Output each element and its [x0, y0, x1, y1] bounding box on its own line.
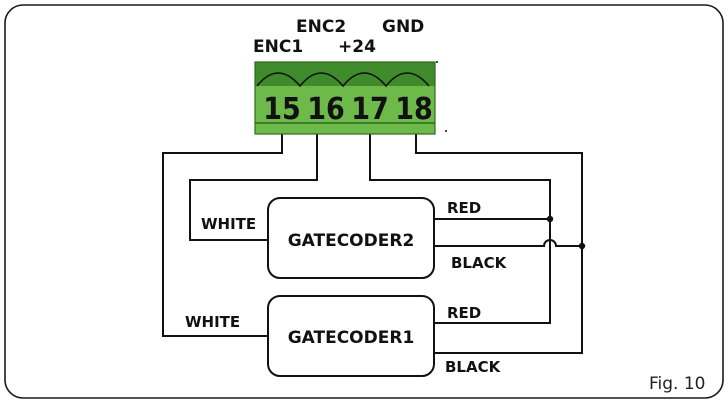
wires — [162, 134, 586, 354]
wire-black-gatecoder2 — [434, 239, 582, 247]
gatecoder2-wire-white-label: WHITE — [201, 215, 256, 233]
terminal-label-enc1: ENC1 — [253, 37, 303, 57]
diagram-frame — [4, 4, 724, 399]
wire-plus24-bus — [369, 134, 551, 324]
terminal-block-outline — [254, 61, 436, 135]
gatecoder1-wire-red-label: RED — [447, 304, 481, 322]
gatecoder2-wire-red-label: RED — [447, 199, 481, 217]
wire-enc1-white-gatecoder1 — [162, 134, 283, 337]
gatecoder2-box — [267, 197, 435, 279]
terminal-pin-16: 16 — [307, 92, 345, 127]
terminal-mark-bottom — [445, 130, 447, 132]
terminal-screw-arches — [256, 72, 430, 88]
wire-enc2-white-gatecoder2 — [189, 134, 318, 241]
gatecoder2-label: GATECODER2 — [288, 231, 415, 251]
gatecoder1-wire-black-label: BLACK — [445, 358, 502, 376]
figure-label: Fig. 10 — [649, 374, 706, 394]
wire-gnd-bus — [415, 134, 583, 354]
gatecoder2-wire-black-label: BLACK — [451, 254, 508, 272]
junction-dot-black — [578, 242, 586, 250]
gatecoder1-label: GATECODER1 — [288, 328, 415, 348]
terminal-block: 15 16 17 18 — [254, 61, 447, 135]
terminal-label-enc2: ENC2 — [296, 17, 346, 37]
terminal-pin-17: 17 — [351, 92, 389, 127]
terminal-label-plus24: +24 — [338, 37, 376, 57]
junction-dot-red — [546, 215, 554, 223]
terminal-pin-15: 15 — [263, 92, 301, 127]
terminal-block-top — [255, 62, 435, 86]
terminal-mark-top — [436, 61, 438, 63]
gatecoder1-box — [267, 295, 435, 377]
terminal-label-gnd: GND — [382, 17, 424, 37]
terminal-pin-18: 18 — [395, 92, 433, 127]
gatecoder1-wire-white-label: WHITE — [185, 313, 240, 331]
